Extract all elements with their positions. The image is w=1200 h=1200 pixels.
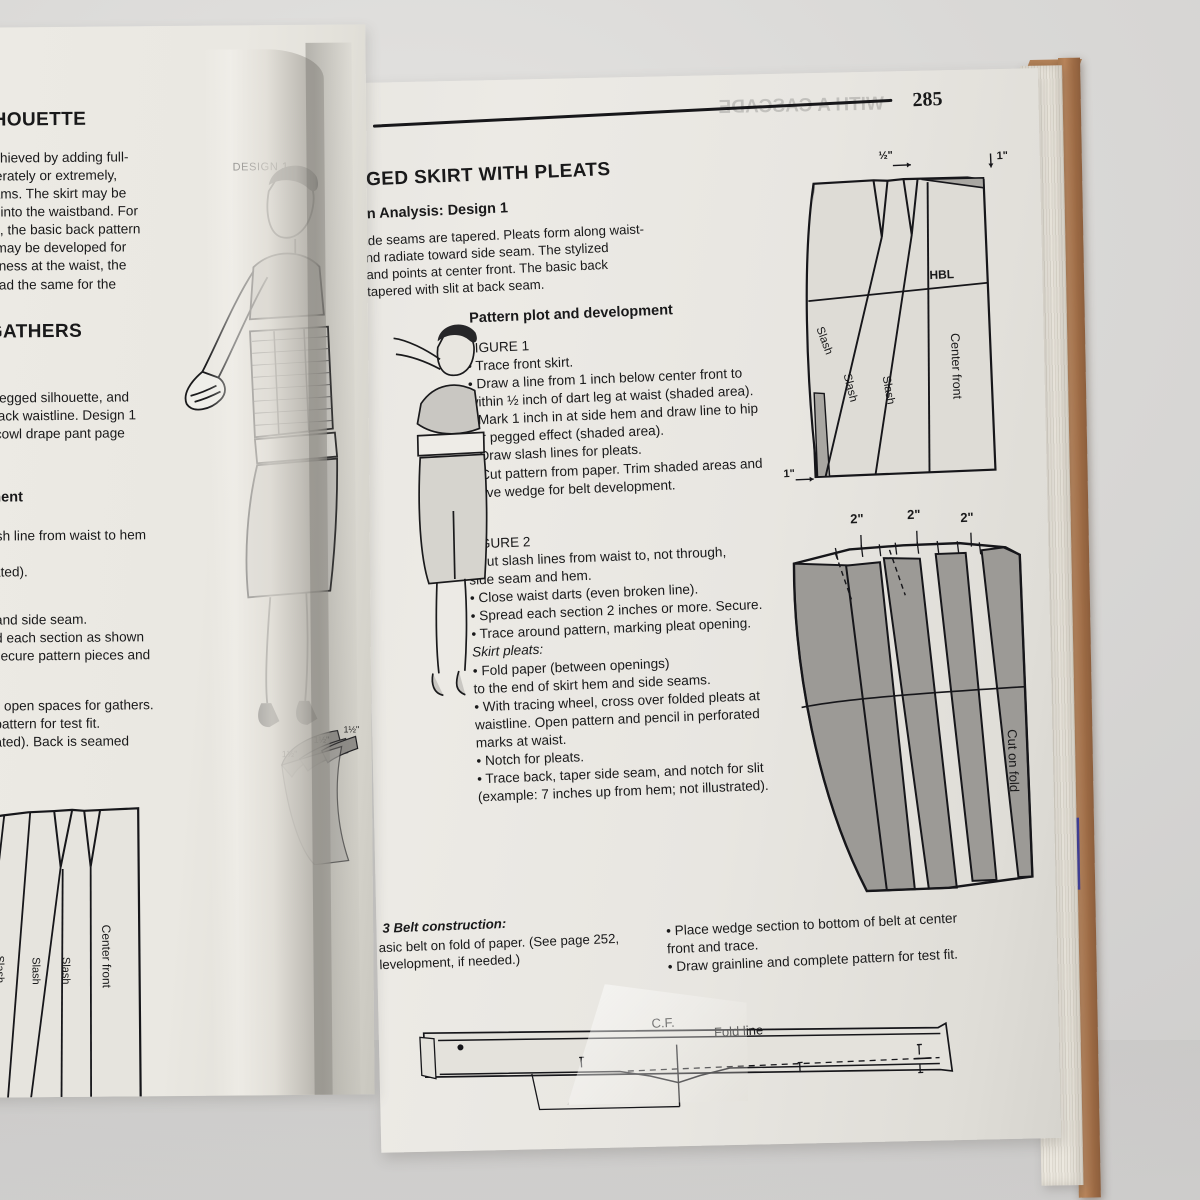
measure-one-inch-hem: 1" [783,467,796,481]
design-analysis-heading: n Analysis: Design 1 [366,200,509,223]
label-center-front: Center front [947,332,965,400]
left-page: RT SILHOUETTE ouette is achieved by addi… [0,24,375,1098]
diagram-spread-pleats: 2" 2" 2" Cut on fold [782,506,1048,916]
design-analysis-text: ide seams are tapered. Pleats form along… [365,218,698,301]
label-slash-lp-3: Slash [0,955,6,984]
measure-half-inch: ½" [878,149,894,163]
label-center-front-lp: Center front [99,924,114,989]
section-heading: GED SKIRT WITH PLEATS [365,158,611,191]
measure-one-inch-top: 1" [996,149,1009,163]
figure3-block-right: • Place wedge section to bottom of belt … [666,907,1018,977]
label-slash-lp-5: Slash [59,956,72,985]
figure1-block: FIGURE 1 • Trace front skirt. • Draw a l… [466,327,792,503]
left-heading-1: RT SILHOUETTE [0,108,87,131]
measure-two-inch-1: 2" [849,510,864,527]
page-number: 285 [911,87,943,112]
diagram-left-slash-pattern: lash Slash Slash Slash Slash Slash Cente… [0,766,185,1098]
measure-two-inch-2: 2" [906,506,921,523]
diagram-front-skirt-plot: ½" 1" 1" HBL Slash Slash Slash Center fr… [774,138,1039,508]
open-book: WITH A CASCADE 285 GED SKIRT WITH PLEATS… [330,28,1101,1198]
page-curl-shadow [305,42,361,1098]
measure-two-inch-3: 2" [959,509,974,526]
label-cut-on-fold: Cut on fold [1004,728,1023,793]
fashion-illustration-design1-back [385,310,514,733]
figure3-title: 3 Belt construction: [382,915,507,936]
fan-measure-1: 1½" [281,748,298,760]
label-hbl: HBL [929,267,955,283]
figure2-block: FIGURE 2 • Cut slash lines from waist to… [467,523,798,807]
right-page: WITH A CASCADE 285 GED SKIRT WITH PLEATS… [358,68,1062,1153]
label-slash-lp-4: Slash [29,957,42,985]
